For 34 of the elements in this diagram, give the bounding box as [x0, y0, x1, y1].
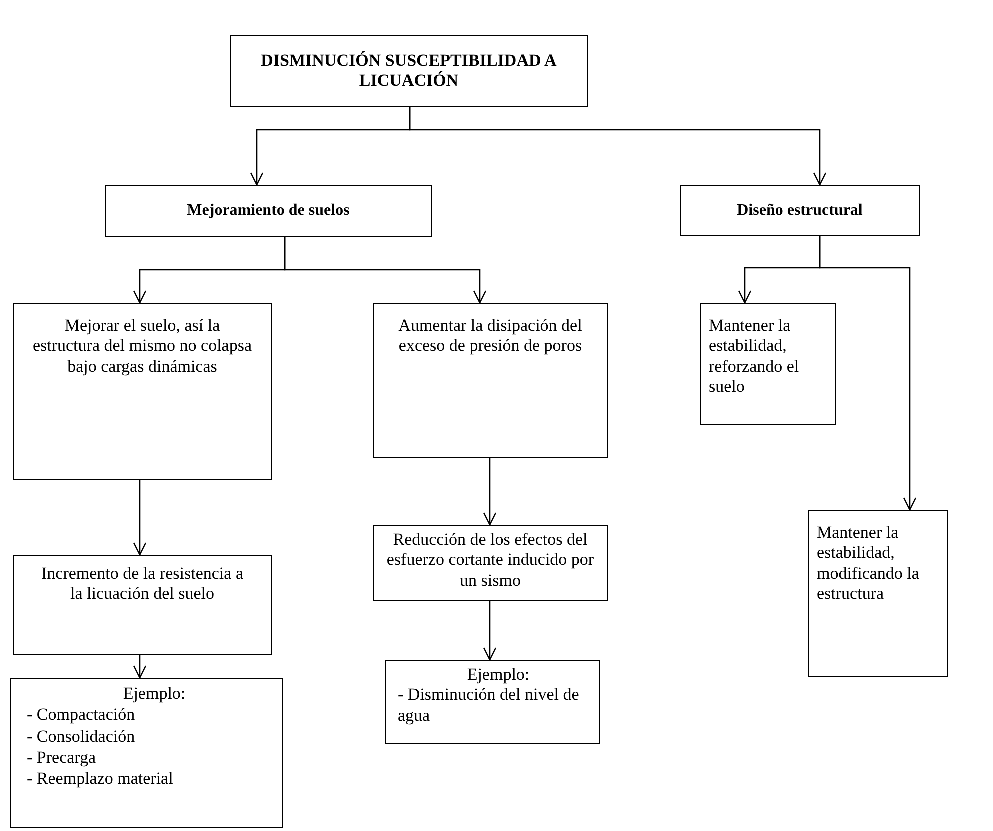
box-title: DISMINUCIÓN SUSCEPTIBILIDAD A LICUACIÓN — [260, 50, 558, 92]
list-item: - Reemplazo material — [27, 768, 174, 790]
box-text: Mantener la estabilidad, modificando la estructura — [817, 523, 920, 605]
process-box — [385, 660, 600, 744]
box-text: Incremento de la resistencia a la licuación del suelo — [40, 564, 244, 605]
list-heading: Ejemplo: — [467, 665, 530, 686]
list-heading: Ejemplo: — [123, 683, 186, 704]
arrow — [133, 655, 147, 679]
arrow — [483, 601, 497, 661]
process-box — [13, 555, 272, 655]
process-box — [373, 525, 608, 601]
box-text: Aumentar la disipación del exceso de presión de poros — [398, 316, 584, 357]
arrow — [409, 107, 827, 186]
process-box — [700, 303, 836, 425]
box-text: Mejoramiento de suelos — [187, 201, 350, 221]
list-item: - Consolidación — [27, 726, 136, 747]
list-item: - Compactación — [27, 704, 136, 726]
arrow — [133, 480, 147, 556]
process-box — [808, 510, 948, 677]
arrow — [819, 236, 917, 511]
box-text: Diseño estructural — [737, 200, 863, 220]
box-text: Mantener la estabilidad, reforzando el suelo — [709, 316, 800, 398]
process-box — [230, 35, 588, 107]
box-text: Mejorar el suelo, así la estructura del mismo no colapsa bajo cargas dinámicas — [32, 316, 254, 378]
process-box — [10, 678, 283, 828]
list-item: - Precarga — [27, 746, 96, 768]
arrow — [483, 458, 497, 526]
box-text: Reducción de los efectos del esfuerzo cortante inducido por un sismo — [386, 530, 596, 592]
list-item: - Disminución del nivel de agua — [398, 685, 580, 726]
arrow — [284, 237, 487, 304]
process-box — [105, 185, 432, 237]
process-box — [373, 303, 608, 458]
process-box — [13, 303, 272, 480]
process-box — [680, 185, 920, 236]
